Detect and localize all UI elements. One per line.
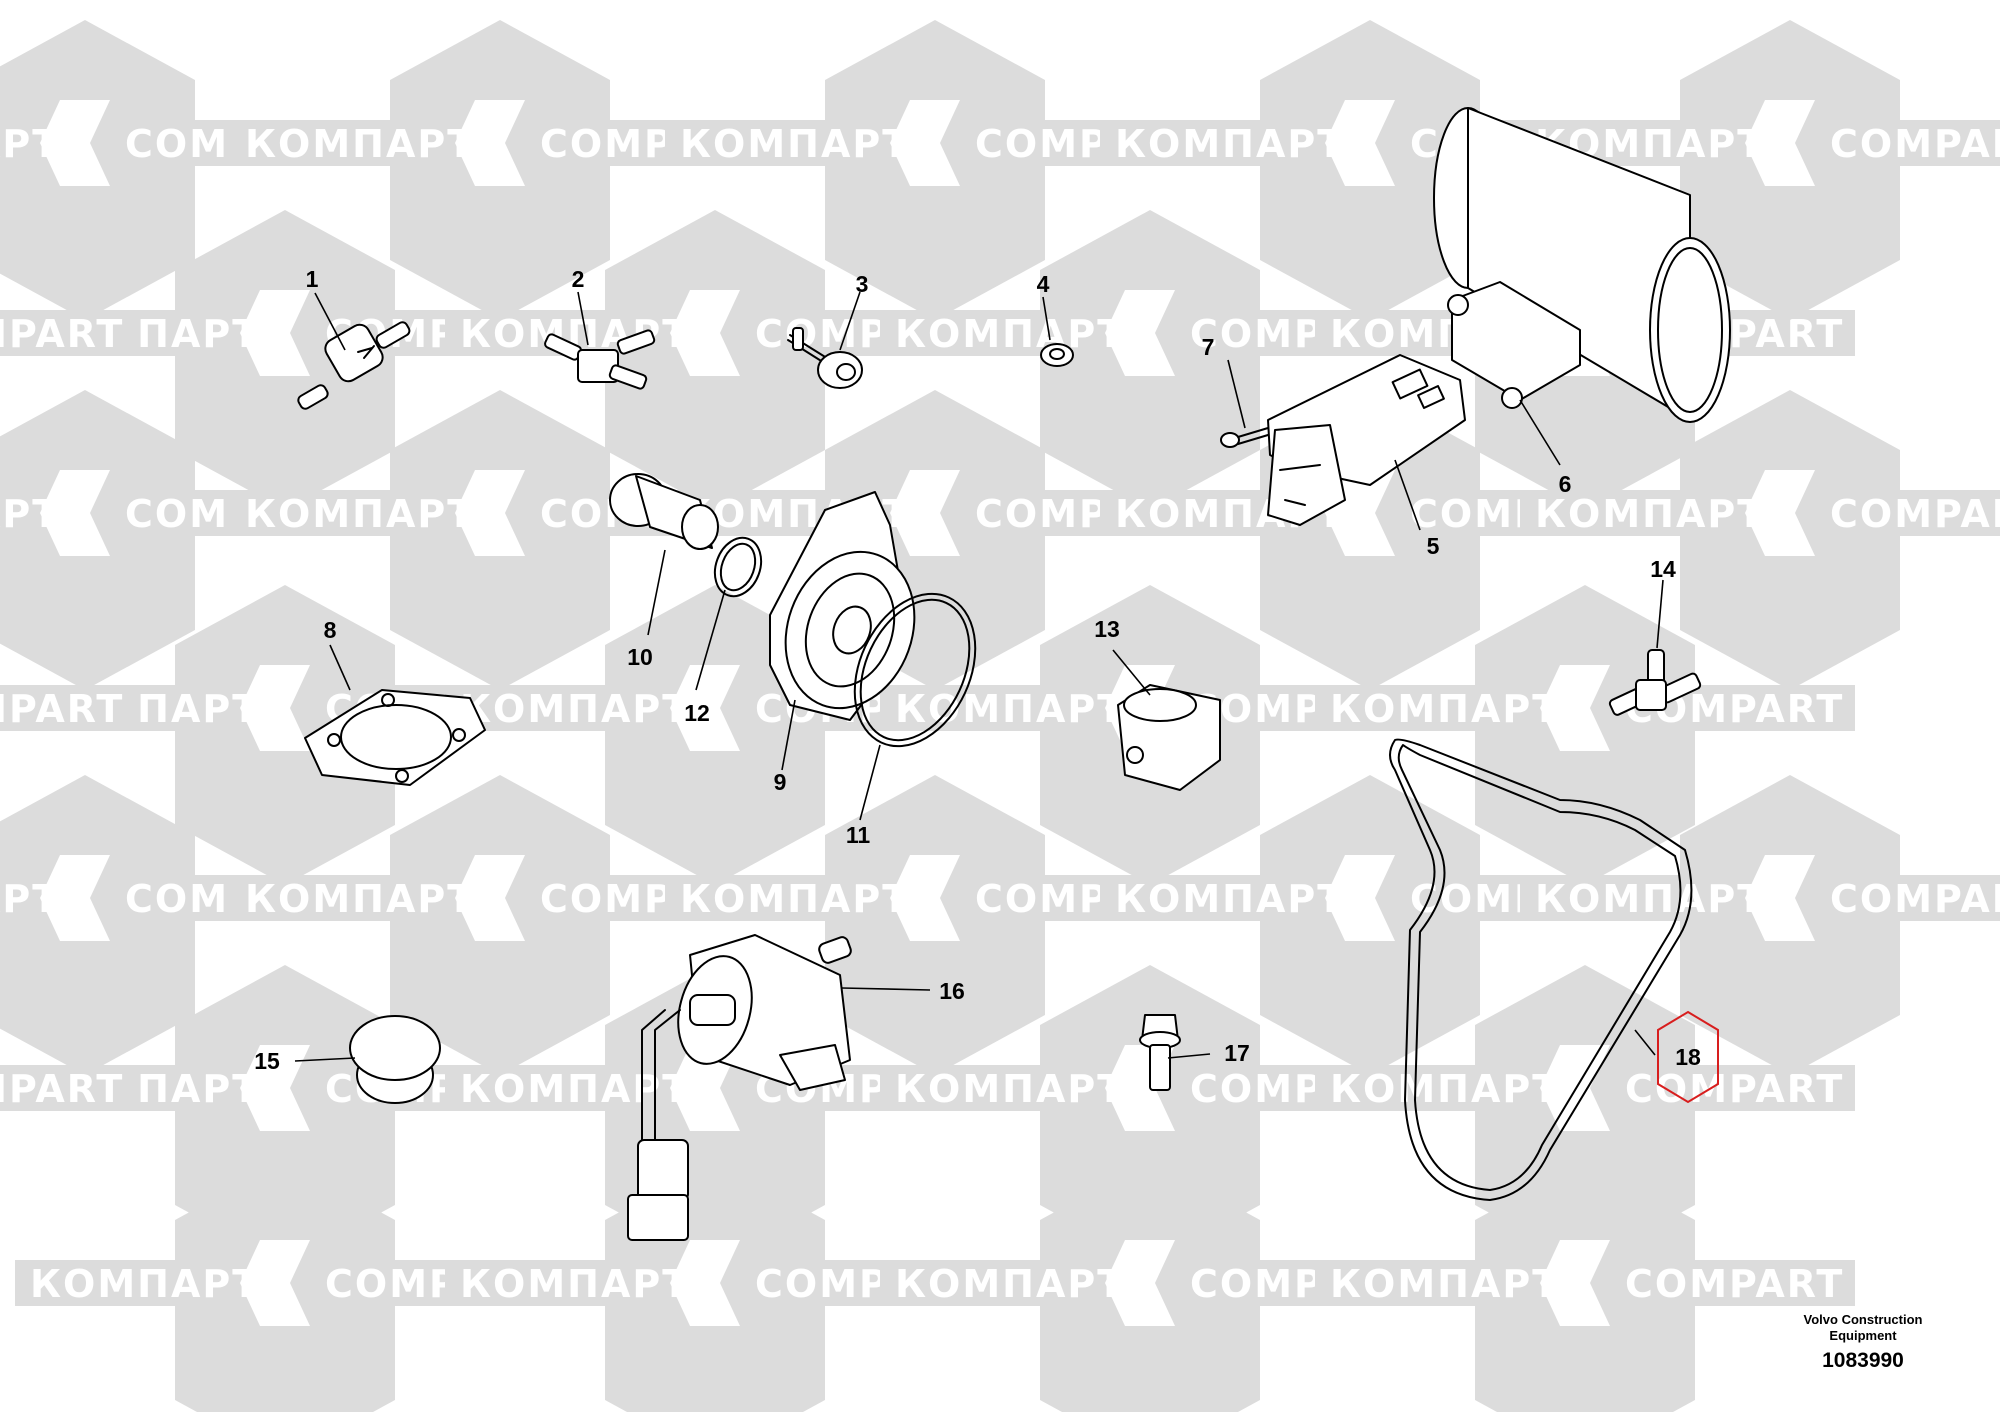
callout-2[interactable]: 2: [572, 266, 585, 292]
part-8-gasket: [304, 689, 486, 786]
watermark-text-cyrillic: КОМПАРТ: [1330, 687, 1560, 731]
watermark-text-cyrillic: КОМПАРТ: [1115, 877, 1345, 921]
watermark-text-cyrillic: КОМПАРТ: [30, 1262, 260, 1306]
watermark-tile: КОМПАРТ COMPART: [1315, 1160, 1855, 1412]
part-5-sensor: [1267, 354, 1466, 526]
watermark-text-cyrillic: КОМПАРТ: [895, 312, 1125, 356]
company-name-line2: Equipment: [1829, 1328, 1897, 1343]
drawing-number: 1083990: [1822, 1349, 1904, 1372]
title-block: Volvo Construction Equipment 1083990: [1778, 1312, 1948, 1374]
callout-7[interactable]: 7: [1202, 334, 1215, 360]
part-6-air-tube: [1433, 107, 1731, 423]
part-16-fuel-pump: [627, 934, 852, 1241]
callout-17[interactable]: 17: [1224, 1040, 1250, 1066]
watermark-text-cyrillic: КОМПАРТ: [1535, 492, 1765, 536]
callout-16[interactable]: 16: [939, 978, 965, 1004]
watermark-text-latin: COMPART: [1625, 1067, 1844, 1111]
watermark-text-cyrillic: КОМПАРТ: [895, 1262, 1125, 1306]
part-1-check-valve: [297, 321, 411, 410]
callout-18[interactable]: 18: [1675, 1044, 1701, 1070]
callout-3[interactable]: 3: [856, 271, 869, 297]
watermark-tile: КОМПАРТ COMPART: [1520, 390, 2000, 690]
part-2-tee-connector: [544, 329, 656, 390]
watermark-layer: КОМПАРТ COMPART КОМПАРТ COMPART КОМПАРТ COMPA…: [0, 20, 2000, 1412]
callout-1[interactable]: 1: [306, 266, 319, 292]
watermark-text-latin: COMPART: [0, 687, 124, 731]
company-name-line1: Volvo Construction: [1803, 1312, 1923, 1327]
callout-6[interactable]: 6: [1559, 471, 1572, 497]
part-17-bolt: [1139, 1014, 1181, 1091]
watermark-text-latin: COMPART: [1830, 122, 2000, 166]
part-11-o-ring-large: [853, 592, 977, 748]
watermark-text-cyrillic: КОМПАРТ: [245, 492, 475, 536]
part-3-banjo-bolt: [787, 327, 863, 389]
callout-12[interactable]: 12: [684, 700, 710, 726]
callout-9[interactable]: 9: [774, 769, 787, 795]
watermark-text-latin: COMPART: [1830, 877, 2000, 921]
part-18-belt: [1389, 738, 1693, 1201]
watermark-text-latin: COMPART: [1830, 492, 2000, 536]
watermark-text-cyrillic: КОМПАРТ: [895, 1067, 1125, 1111]
part-12-o-ring-small: [713, 536, 763, 598]
watermark-text-latin: COMPART: [0, 1067, 124, 1111]
leader-lines: [294, 291, 1664, 1062]
watermark-text-latin: COMPART: [1625, 1262, 1844, 1306]
watermark-text-cyrillic: КОМПАРТ: [895, 687, 1125, 731]
callout-11[interactable]: 11: [846, 822, 871, 848]
watermark-text-cyrillic: КОМПАРТ: [1115, 122, 1345, 166]
part-15-cap: [349, 1015, 441, 1104]
part-9-filter-housing: [769, 491, 916, 721]
watermark-text-cyrillic: КОМПАРТ: [680, 877, 910, 921]
watermark-text-cyrillic: КОМПАРТ: [245, 122, 475, 166]
watermark-text-cyrillic: КОМПАРТ: [1535, 877, 1765, 921]
callout-4[interactable]: 4: [1037, 271, 1050, 297]
watermark-text-cyrillic: КОМПАРТ: [1330, 1067, 1560, 1111]
callout-18-highlight: [1657, 1010, 1719, 1104]
watermark-text-cyrillic: КОМПАРТ: [680, 122, 910, 166]
watermark-text-cyrillic: КОМПАРТ: [1330, 1262, 1560, 1306]
watermark-text-cyrillic: КОМПАРТ: [460, 1067, 690, 1111]
part-7-screw: [1220, 427, 1269, 448]
part-10-nipple: [609, 473, 719, 550]
callout-13[interactable]: 13: [1094, 616, 1120, 642]
watermark-text-cyrillic: КОМПАРТ: [245, 877, 475, 921]
part-4-washer: [1040, 343, 1074, 367]
callout-8[interactable]: 8: [324, 617, 337, 643]
callout-5[interactable]: 5: [1427, 533, 1440, 559]
callout-14[interactable]: 14: [1650, 556, 1676, 582]
watermark-tile: КОМПАРТ COMPART: [1520, 775, 2000, 1075]
watermark-text-latin: COMPART: [0, 312, 124, 356]
watermark-text-cyrillic: КОМПАРТ: [460, 1262, 690, 1306]
callout-labels: 1 2 3 4 5 6 7 8 9 10 11 12 13 14 15 16 1…: [254, 266, 1701, 1074]
callout-15[interactable]: 15: [254, 1048, 280, 1074]
part-14-tee-fitting: [1608, 649, 1702, 716]
part-13-filter-head: [1117, 684, 1221, 791]
watermark-text-cyrillic: КОМПАРТ: [460, 687, 690, 731]
callout-10[interactable]: 10: [627, 644, 653, 670]
